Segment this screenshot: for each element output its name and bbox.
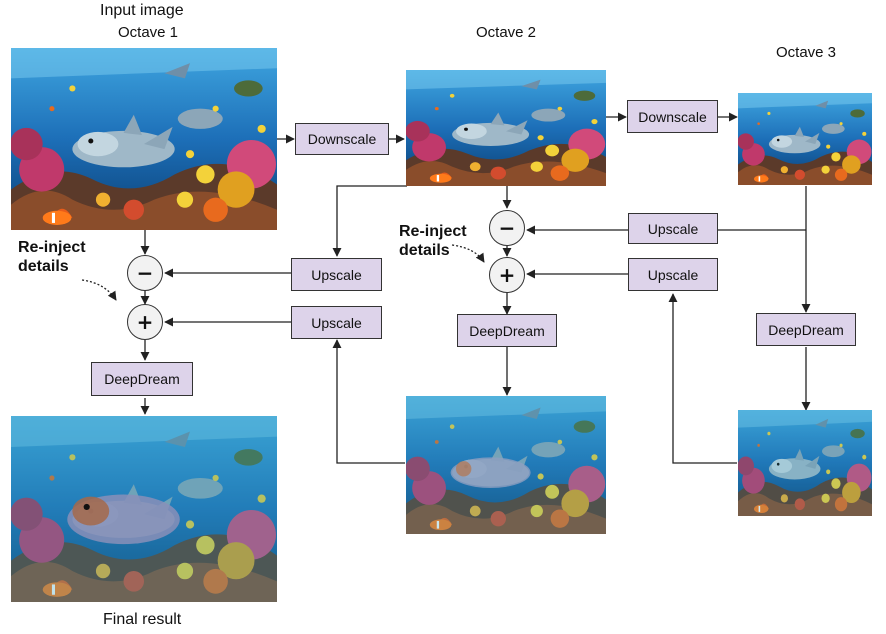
octave2-dreamed-image (406, 396, 606, 534)
input-image (11, 48, 277, 230)
upscale-box-octave3-top: Upscale (628, 213, 718, 244)
deepdream-box-octave2: DeepDream (457, 314, 557, 347)
downscale-box-octave1: Downscale (295, 123, 389, 155)
octave1-title: Octave 1 (118, 24, 179, 41)
subtract-operator-octave1: − (127, 255, 163, 291)
reinject-details-label-octave2: Re-inject details (399, 223, 467, 259)
reinject-details-label-octave1: Re-inject details (18, 239, 86, 275)
add-operator-octave2: + (489, 257, 525, 293)
downscale-box-octave2: Downscale (627, 100, 718, 133)
octave2-title: Octave 2 (476, 24, 537, 41)
final-result-image (11, 416, 277, 602)
upscale-box-octave2-bottom: Upscale (291, 306, 382, 339)
upscale-box-octave3-bottom: Upscale (628, 258, 718, 291)
input-image-title: Input image (100, 2, 184, 19)
add-operator-octave1: + (127, 304, 163, 340)
deepdream-box-octave1: DeepDream (91, 362, 193, 396)
deepdream-box-octave3: DeepDream (756, 313, 856, 346)
octave3-dreamed-image (738, 410, 872, 516)
octave2-input-image (406, 70, 606, 186)
octave3-title: Octave 3 (776, 44, 837, 61)
final-result-title: Final result (103, 611, 182, 628)
upscale-box-octave2-top: Upscale (291, 258, 382, 291)
subtract-operator-octave2: − (489, 210, 525, 246)
octave3-input-image (738, 93, 872, 185)
